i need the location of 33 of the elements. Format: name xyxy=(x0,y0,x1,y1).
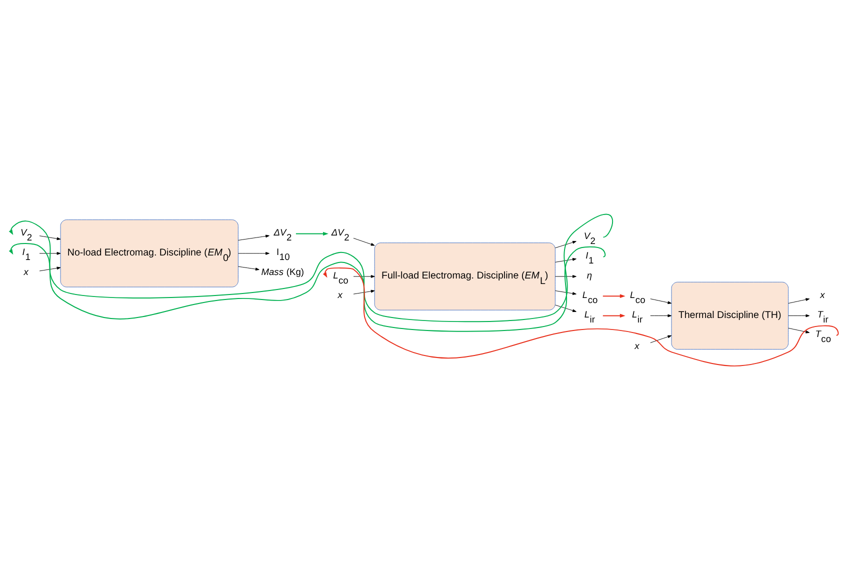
node-box: Thermal Discipline (TH) xyxy=(671,281,789,350)
node-text: Mass (Kg) xyxy=(261,266,304,276)
arrow xyxy=(650,334,672,342)
arrow xyxy=(353,289,375,294)
arrow xyxy=(8,242,606,332)
arrow xyxy=(602,294,626,298)
arrow xyxy=(788,298,810,304)
arrow xyxy=(555,290,576,294)
arrow xyxy=(555,304,576,312)
node-text: x xyxy=(338,289,342,300)
arrow xyxy=(238,266,260,270)
arrow xyxy=(39,251,61,254)
arrow xyxy=(602,313,626,318)
arrow xyxy=(353,237,375,246)
arrow xyxy=(650,298,672,304)
arrow xyxy=(295,231,328,236)
arrow xyxy=(788,314,810,317)
arrow xyxy=(238,234,270,240)
node-text: x xyxy=(634,340,640,350)
arrow xyxy=(39,266,61,271)
arrow xyxy=(238,251,270,254)
arrow xyxy=(555,257,576,262)
arrow xyxy=(353,274,375,278)
arrow xyxy=(555,274,576,278)
node-text: x xyxy=(820,289,825,300)
arrow xyxy=(788,327,810,333)
node-text: η xyxy=(586,270,592,280)
arrow xyxy=(322,266,839,366)
node-text: x xyxy=(24,266,28,276)
arrow xyxy=(650,314,672,317)
arrow xyxy=(39,235,61,240)
arrow xyxy=(8,213,613,322)
arrow xyxy=(555,240,576,248)
